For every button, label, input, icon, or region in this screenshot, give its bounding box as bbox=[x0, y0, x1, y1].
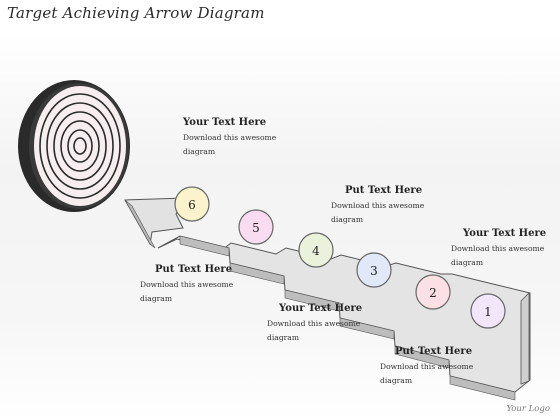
text-block-step-4: Put Text Here Download this awesome diag… bbox=[331, 185, 431, 227]
text-block-heading: Put Text Here bbox=[345, 185, 423, 196]
text-block-step-5: Put Text Here Download this awesome diag… bbox=[140, 264, 240, 306]
text-block-body: Download this awesome diagram bbox=[140, 280, 234, 303]
step-number: 1 bbox=[484, 305, 492, 319]
step-6: 6 bbox=[174, 186, 210, 222]
page-title: Target Achieving Arrow Diagram bbox=[7, 4, 265, 22]
step-number: 5 bbox=[252, 221, 260, 235]
text-block-heading: Your Text Here bbox=[463, 228, 547, 239]
step-number: 6 bbox=[188, 198, 196, 212]
text-block-heading: Your Text Here bbox=[183, 117, 267, 128]
text-block-body: Download this awesome diagram bbox=[380, 362, 474, 385]
step-4: 4 bbox=[298, 232, 334, 268]
step-1: 1 bbox=[470, 293, 506, 329]
text-block-heading: Put Text Here bbox=[395, 346, 473, 357]
step-5: 5 bbox=[238, 209, 274, 245]
step-number: 2 bbox=[429, 286, 437, 300]
target-icon bbox=[18, 80, 130, 212]
text-block-body: Download this awesome diagram bbox=[183, 133, 277, 156]
text-block-body: Download this awesome diagram bbox=[267, 319, 361, 342]
step-number: 4 bbox=[312, 244, 320, 258]
text-block-heading: Your Text Here bbox=[279, 303, 363, 314]
text-block-heading: Put Text Here bbox=[155, 264, 233, 275]
text-block-step-1: Your Text Here Download this awesome dia… bbox=[451, 228, 551, 270]
text-block-body: Download this awesome diagram bbox=[331, 201, 425, 224]
step-number: 3 bbox=[370, 264, 378, 278]
text-block-step-2: Put Text Here Download this awesome diag… bbox=[380, 346, 480, 388]
step-2: 2 bbox=[415, 274, 451, 310]
text-block-body: Download this awesome diagram bbox=[451, 244, 545, 267]
logo-placeholder: Your Logo bbox=[506, 404, 550, 414]
text-block-step-6: Your Text Here Download this awesome dia… bbox=[183, 117, 283, 159]
text-block-step-3: Your Text Here Download this awesome dia… bbox=[267, 303, 367, 345]
step-3: 3 bbox=[356, 252, 392, 288]
